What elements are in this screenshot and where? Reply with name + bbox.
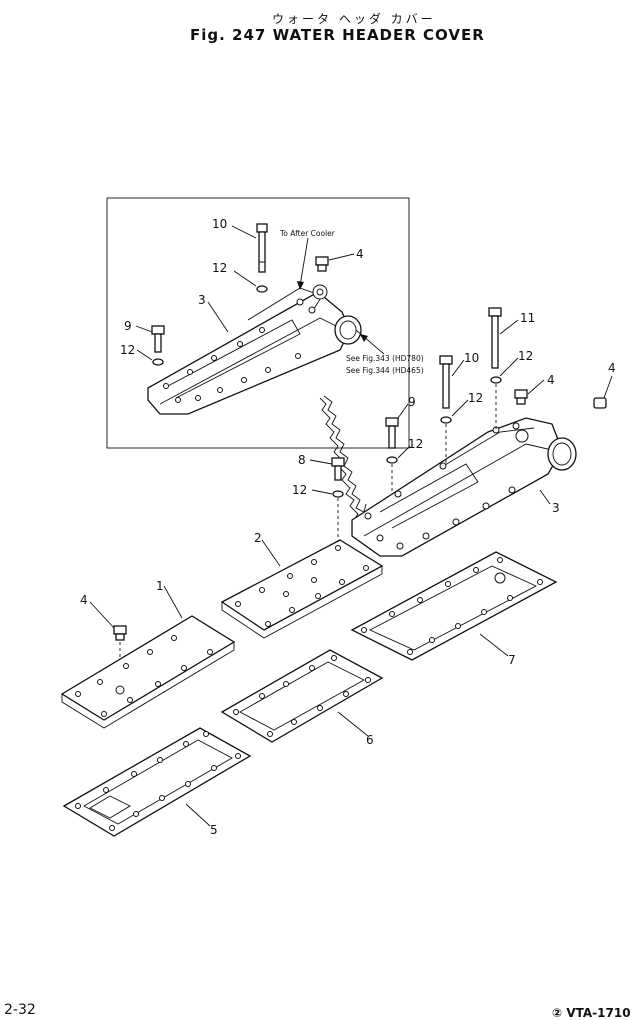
washer-12-d <box>332 490 344 498</box>
inset-frame <box>106 197 410 449</box>
callout-12-d: 12 <box>292 483 307 497</box>
callout-3: 3 <box>552 501 560 515</box>
gasket-7 <box>350 551 558 661</box>
inset-water-header <box>147 284 362 415</box>
callout-inset-12a: 12 <box>212 261 227 275</box>
callout-inset-3: 3 <box>198 293 206 307</box>
callout-inset-9: 9 <box>124 319 132 333</box>
inset-washer-12b <box>152 358 164 366</box>
callout-2: 2 <box>254 531 262 545</box>
bolt-8 <box>331 457 345 481</box>
reference-code: ② VTA-1710 <box>552 1006 631 1020</box>
washer-12-b <box>440 416 452 424</box>
cover-plate-1 <box>60 615 236 729</box>
callout-inset-12b: 12 <box>120 343 135 357</box>
outlet-pipe <box>547 437 577 471</box>
page-number: 2-32 <box>4 1002 36 1018</box>
callout-inset-4: 4 <box>356 247 364 261</box>
washer-12-c <box>386 456 398 464</box>
inset-outlet-pipe <box>334 315 362 345</box>
callout-inset-10: 10 <box>212 217 227 231</box>
inset-bolt-9 <box>151 325 165 353</box>
after-cooler-note: To After Cooler <box>279 229 336 238</box>
gasket-5 <box>62 727 252 837</box>
figure-title-japanese: ウォータ ヘッダ カバー <box>272 12 436 26</box>
plug-4-b <box>593 397 607 409</box>
water-header-casting <box>351 417 577 557</box>
callout-12-a: 12 <box>518 349 533 363</box>
callout-11: 11 <box>520 311 535 325</box>
callout-4-c: 4 <box>80 593 88 607</box>
callout-5: 5 <box>210 823 218 837</box>
callout-4-a: 4 <box>547 373 555 387</box>
plug-4-a <box>514 389 528 405</box>
callout-9: 9 <box>408 395 416 409</box>
bolt-9 <box>385 417 399 449</box>
callout-8: 8 <box>298 453 306 467</box>
callout-6: 6 <box>366 733 374 747</box>
header-plug-seat <box>515 429 529 443</box>
inset-detail-view: 10 4 12 3 9 12 To After Cooler See Fig.3… <box>106 197 424 449</box>
gasket-6 <box>220 649 384 743</box>
callout-10: 10 <box>464 351 479 365</box>
washer-12-a <box>490 376 502 384</box>
plug-4-c <box>113 625 127 641</box>
figure-title: Fig. 247 WATER HEADER COVER <box>190 26 485 44</box>
bolt-11 <box>488 307 502 369</box>
cover-plate-2 <box>220 539 384 639</box>
callout-4-b: 4 <box>608 361 616 375</box>
inset-plug-4 <box>315 256 329 272</box>
callout-1: 1 <box>156 579 164 593</box>
callout-12-c: 12 <box>408 437 423 451</box>
inset-plug <box>312 284 328 300</box>
callout-leaders <box>89 319 613 827</box>
callout-7: 7 <box>508 653 516 667</box>
inset-washer-12 <box>256 285 268 293</box>
inset-bolt-10 <box>256 223 268 273</box>
bolt-10 <box>439 355 453 409</box>
callout-12-b: 12 <box>468 391 483 405</box>
see-fig-344-note: See Fig.344 (HD465) <box>346 366 424 375</box>
see-fig-343-note: See Fig.343 (HD780) <box>346 354 424 363</box>
